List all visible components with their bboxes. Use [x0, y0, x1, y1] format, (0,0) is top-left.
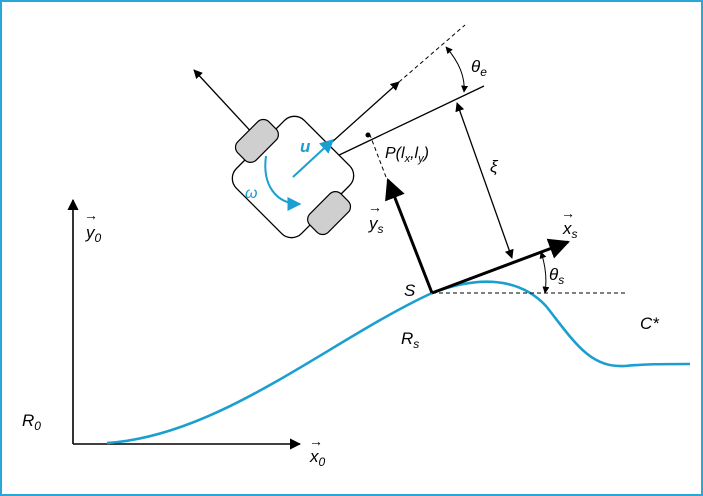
label-ys: ys: [368, 214, 384, 236]
label-S: S: [404, 281, 416, 300]
xi-dimension-line: [455, 102, 514, 259]
theta-s-arc: [539, 251, 550, 294]
label-Rs: Rs: [401, 329, 419, 351]
label-C-star: C*: [640, 314, 660, 333]
label-omega: ω: [245, 185, 257, 202]
vector-arrow-xs: →: [561, 205, 575, 221]
label-y0: y0: [85, 223, 102, 245]
wheel-left: [234, 118, 279, 163]
label-theta-e: θe: [471, 57, 487, 79]
velocity-u-arrow: [292, 139, 335, 178]
ys-extension-dashed: [369, 134, 387, 178]
label-xi: ξ: [490, 157, 499, 176]
robot-forward-extension-dashed: [398, 24, 466, 83]
wheel-right: [307, 191, 352, 236]
omega-rotation-arrow: [264, 155, 302, 211]
theta-e-arc: [445, 46, 469, 93]
label-P: P(lx,ly): [385, 145, 429, 165]
vector-arrow-x0: →: [309, 433, 323, 449]
vector-arrow-ys: →: [368, 199, 382, 215]
xs-axis: [431, 238, 570, 295]
label-theta-s: θs: [549, 265, 564, 287]
label-x0: x0: [309, 447, 326, 469]
label-R0: R0: [22, 411, 41, 433]
label-xs: xs: [562, 219, 578, 241]
reference-path-curve: [106, 280, 691, 445]
ys-axis: [385, 178, 434, 294]
point-P: [365, 132, 371, 138]
vector-arrow-y0: →: [84, 207, 98, 223]
label-u: u: [300, 137, 311, 156]
